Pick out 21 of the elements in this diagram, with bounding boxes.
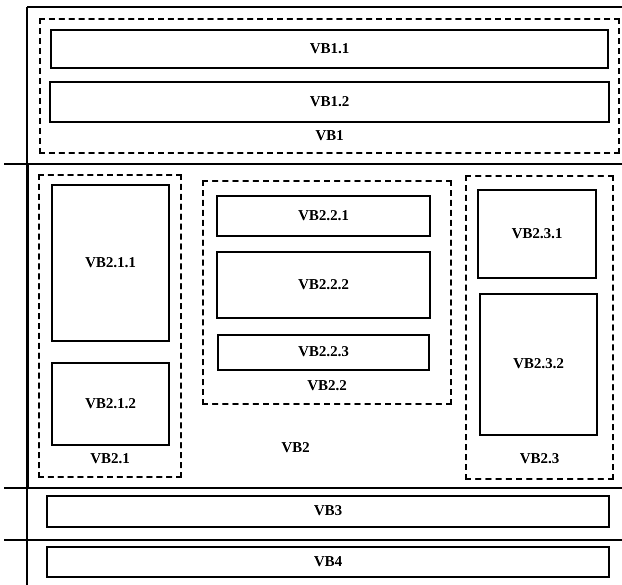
block-label: VB2.2: [307, 378, 347, 395]
block-box: VB2.1.2: [51, 362, 170, 446]
dashed-block: [465, 175, 614, 480]
block-box: VB1.2: [49, 81, 610, 123]
dashed-block: [39, 18, 620, 154]
block-box: VB2.1.1: [51, 184, 170, 342]
block-box: VB3: [46, 495, 610, 528]
block-label: VB2.1: [90, 451, 130, 468]
block-box: VB4: [46, 546, 610, 578]
block-box: VB2.2.2: [216, 251, 431, 319]
block-label: VB2: [281, 440, 310, 457]
dashed-block: [202, 180, 452, 405]
block-box: VB1.1: [50, 29, 609, 69]
block-box: VB2.3.1: [477, 189, 597, 279]
block-box: VB2.2.3: [217, 334, 430, 371]
page-band: [27, 163, 622, 489]
dashed-block: [38, 174, 182, 478]
block-label: VB1: [315, 128, 344, 145]
block-box: VB2.2.1: [216, 195, 431, 237]
block-box: VB2.3.2: [479, 293, 598, 436]
block-label: VB2.3: [520, 451, 560, 468]
